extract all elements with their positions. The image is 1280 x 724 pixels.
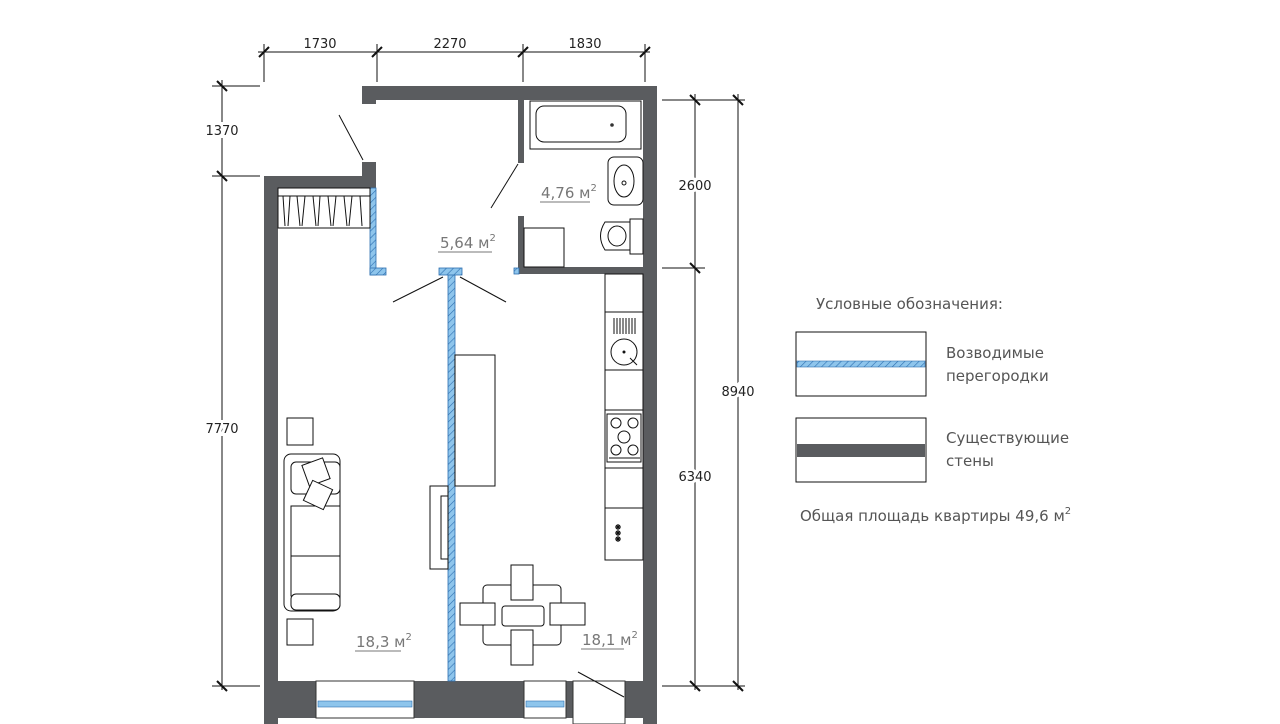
bathtub-icon bbox=[529, 100, 642, 150]
fridge-star-icon bbox=[615, 530, 621, 536]
dimension-top bbox=[258, 44, 651, 82]
svg-text:18,3 м2: 18,3 м2 bbox=[356, 632, 412, 651]
door-swings bbox=[338, 114, 519, 303]
tv-stand bbox=[429, 354, 496, 570]
stove-icon bbox=[606, 413, 642, 463]
legend-partitions-label-1: Возводимые bbox=[946, 344, 1044, 362]
svg-text:4,76 м2: 4,76 м2 bbox=[541, 183, 597, 202]
fridge-star-icon bbox=[615, 536, 621, 542]
existing-walls bbox=[264, 86, 657, 724]
sink-icon bbox=[607, 156, 644, 206]
dim-top-1: 1730 bbox=[303, 37, 336, 52]
dimension-right bbox=[662, 94, 745, 692]
legend-walls-label-2: стены bbox=[946, 452, 994, 470]
toilet-icon bbox=[600, 218, 644, 255]
washing-machine-icon bbox=[523, 227, 565, 268]
legend-partitions-label-2: перегородки bbox=[946, 367, 1049, 385]
dimension-left bbox=[212, 80, 260, 692]
area-hall: 5,64 м2 bbox=[438, 233, 496, 253]
dim-right-1: 2600 bbox=[678, 179, 711, 194]
area-living-room: 18,3 м2 bbox=[355, 632, 412, 652]
dim-top-2: 2270 bbox=[433, 37, 466, 52]
kitchen-sink-icon bbox=[610, 318, 638, 366]
sofa-icon bbox=[283, 453, 341, 612]
legend-title: Условные обозначения: bbox=[816, 295, 1003, 313]
dim-right-total: 8940 bbox=[721, 385, 754, 400]
fridge-icon bbox=[615, 524, 621, 542]
area-kitchen: 18,1 м2 bbox=[581, 630, 638, 650]
dim-right-2: 6340 bbox=[678, 470, 711, 485]
svg-text:5,64 м2: 5,64 м2 bbox=[440, 233, 496, 252]
wardrobe bbox=[277, 187, 371, 229]
area-bathroom: 4,76 м2 bbox=[540, 183, 597, 203]
dining-table-icon bbox=[459, 564, 586, 666]
side-table-top bbox=[286, 417, 314, 446]
svg-text:18,1 м2: 18,1 м2 bbox=[582, 630, 638, 649]
fridge-star-icon bbox=[615, 524, 621, 530]
dim-left-1: 1370 bbox=[205, 124, 238, 139]
side-table-bottom bbox=[286, 618, 314, 646]
total-area: Общая площадь квартиры 49,6 м2 bbox=[800, 506, 1071, 525]
dim-left-2: 7770 bbox=[205, 422, 238, 437]
dim-top-3: 1830 bbox=[568, 37, 601, 52]
legend-walls-label-1: Существующие bbox=[946, 429, 1069, 447]
legend: Условные обозначения: Возводимые перегор… bbox=[795, 295, 1071, 525]
